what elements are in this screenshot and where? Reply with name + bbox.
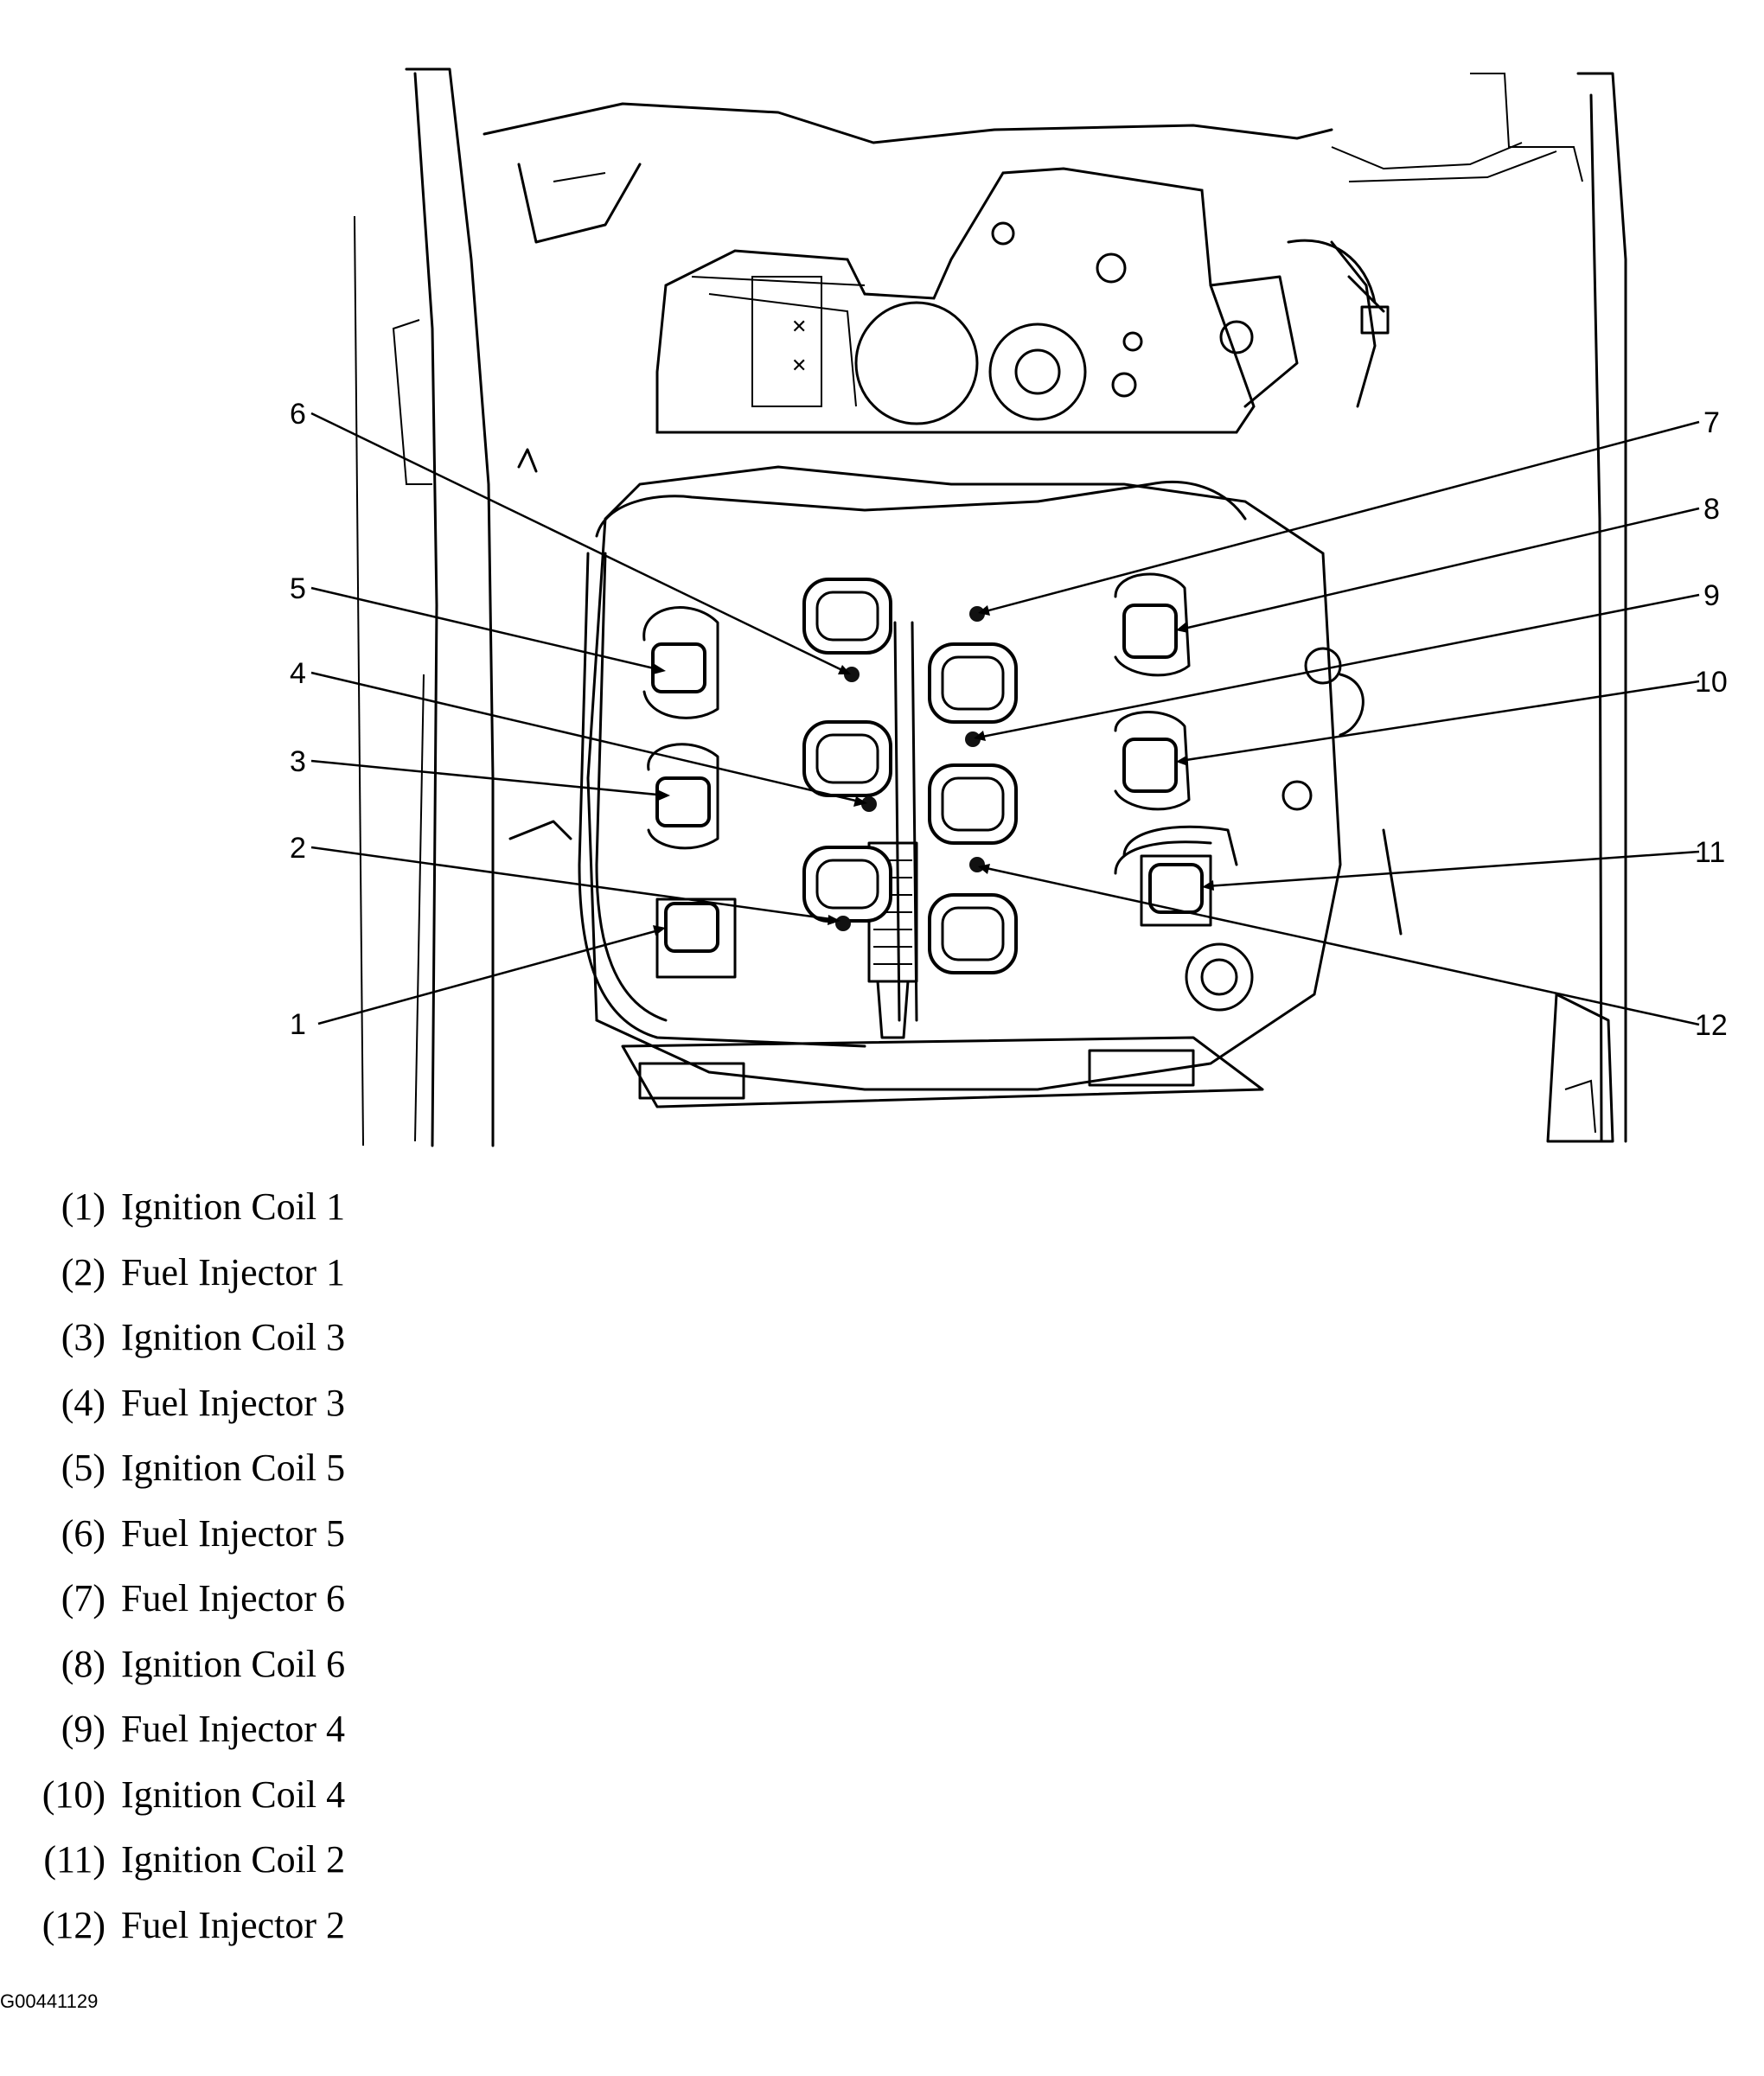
legend-number: (5) bbox=[61, 1447, 105, 1489]
side-components bbox=[508, 240, 1403, 936]
legend-number: (11) bbox=[43, 1838, 105, 1881]
intake-runners bbox=[802, 578, 1018, 974]
legend-label: Fuel Injector 6 bbox=[121, 1577, 346, 1619]
fuel-injectors bbox=[835, 606, 985, 931]
legend-label: Fuel Injector 3 bbox=[121, 1381, 346, 1424]
legend-item: (9) Fuel Injector 4 bbox=[26, 1707, 718, 1773]
legend-item: (5) Ignition Coil 5 bbox=[26, 1446, 718, 1511]
legend-number: (1) bbox=[61, 1185, 105, 1228]
callout-8: 8 bbox=[1703, 493, 1720, 526]
legend-item: (7) Fuel Injector 6 bbox=[26, 1576, 718, 1642]
callout-9: 9 bbox=[1703, 579, 1720, 612]
legend-label: Fuel Injector 5 bbox=[121, 1511, 346, 1555]
legend-number: (9) bbox=[61, 1708, 105, 1750]
upper-intake: ✕ ✕ bbox=[655, 167, 1385, 434]
callout-labels: 1 2 3 4 5 6 7 8 9 10 11 12 bbox=[290, 398, 1728, 1042]
svg-text:✕: ✕ bbox=[791, 355, 807, 376]
legend-number: (12) bbox=[42, 1903, 105, 1946]
callout-6: 6 bbox=[290, 398, 306, 431]
left-bank-coils bbox=[642, 606, 737, 979]
legend-label: Ignition Coil 6 bbox=[121, 1642, 346, 1685]
legend-number: (7) bbox=[61, 1577, 105, 1619]
legend-number: (3) bbox=[61, 1316, 105, 1358]
legend-item: (6) Fuel Injector 5 bbox=[26, 1511, 718, 1577]
legend-label: Ignition Coil 5 bbox=[121, 1447, 346, 1489]
callout-5: 5 bbox=[290, 572, 306, 605]
right-bank-coils bbox=[1114, 572, 1212, 927]
legend-label: Ignition Coil 3 bbox=[121, 1316, 346, 1358]
callout-2: 2 bbox=[290, 832, 306, 865]
callout-7: 7 bbox=[1703, 406, 1720, 439]
legend-number: (2) bbox=[61, 1250, 105, 1294]
callout-lines bbox=[310, 412, 1700, 1026]
callout-1: 1 bbox=[290, 1008, 306, 1041]
legend-item: (12) Fuel Injector 2 bbox=[26, 1903, 718, 1969]
legend-label: Ignition Coil 4 bbox=[121, 1773, 346, 1816]
callout-10: 10 bbox=[1695, 666, 1728, 699]
callout-11: 11 bbox=[1695, 836, 1725, 869]
legend-item: (11) Ignition Coil 2 bbox=[26, 1837, 718, 1903]
legend-label: Ignition Coil 2 bbox=[121, 1838, 346, 1881]
legend-label: Ignition Coil 1 bbox=[121, 1185, 346, 1228]
legend-number: (10) bbox=[42, 1773, 105, 1816]
legend-item: (10) Ignition Coil 4 bbox=[26, 1773, 718, 1838]
legend-label: Fuel Injector 1 bbox=[121, 1250, 346, 1294]
callout-4: 4 bbox=[290, 657, 306, 690]
engine-bay-outline bbox=[354, 67, 1627, 1147]
legend-number: (8) bbox=[61, 1642, 105, 1685]
legend-label: Fuel Injector 4 bbox=[121, 1708, 346, 1750]
figure-id: G00441129 bbox=[0, 1990, 99, 2012]
engine-diagram: ✕ ✕ bbox=[290, 67, 1728, 1147]
legend-item: (3) Ignition Coil 3 bbox=[26, 1315, 718, 1381]
legend-label: Fuel Injector 2 bbox=[121, 1903, 346, 1946]
legend-number: (4) bbox=[61, 1381, 105, 1424]
legend-item: (2) Fuel Injector 1 bbox=[26, 1250, 718, 1316]
callout-12: 12 bbox=[1695, 1009, 1728, 1042]
component-legend: (1) Ignition Coil 1 (2) Fuel Injector 1 (3… bbox=[26, 1185, 718, 1968]
callout-3: 3 bbox=[290, 745, 306, 778]
legend-item: (1) Ignition Coil 1 bbox=[26, 1185, 718, 1250]
legend-number: (6) bbox=[61, 1511, 105, 1555]
legend-item: (4) Fuel Injector 3 bbox=[26, 1381, 718, 1447]
svg-text:✕: ✕ bbox=[791, 316, 807, 337]
legend-item: (8) Ignition Coil 6 bbox=[26, 1642, 718, 1708]
